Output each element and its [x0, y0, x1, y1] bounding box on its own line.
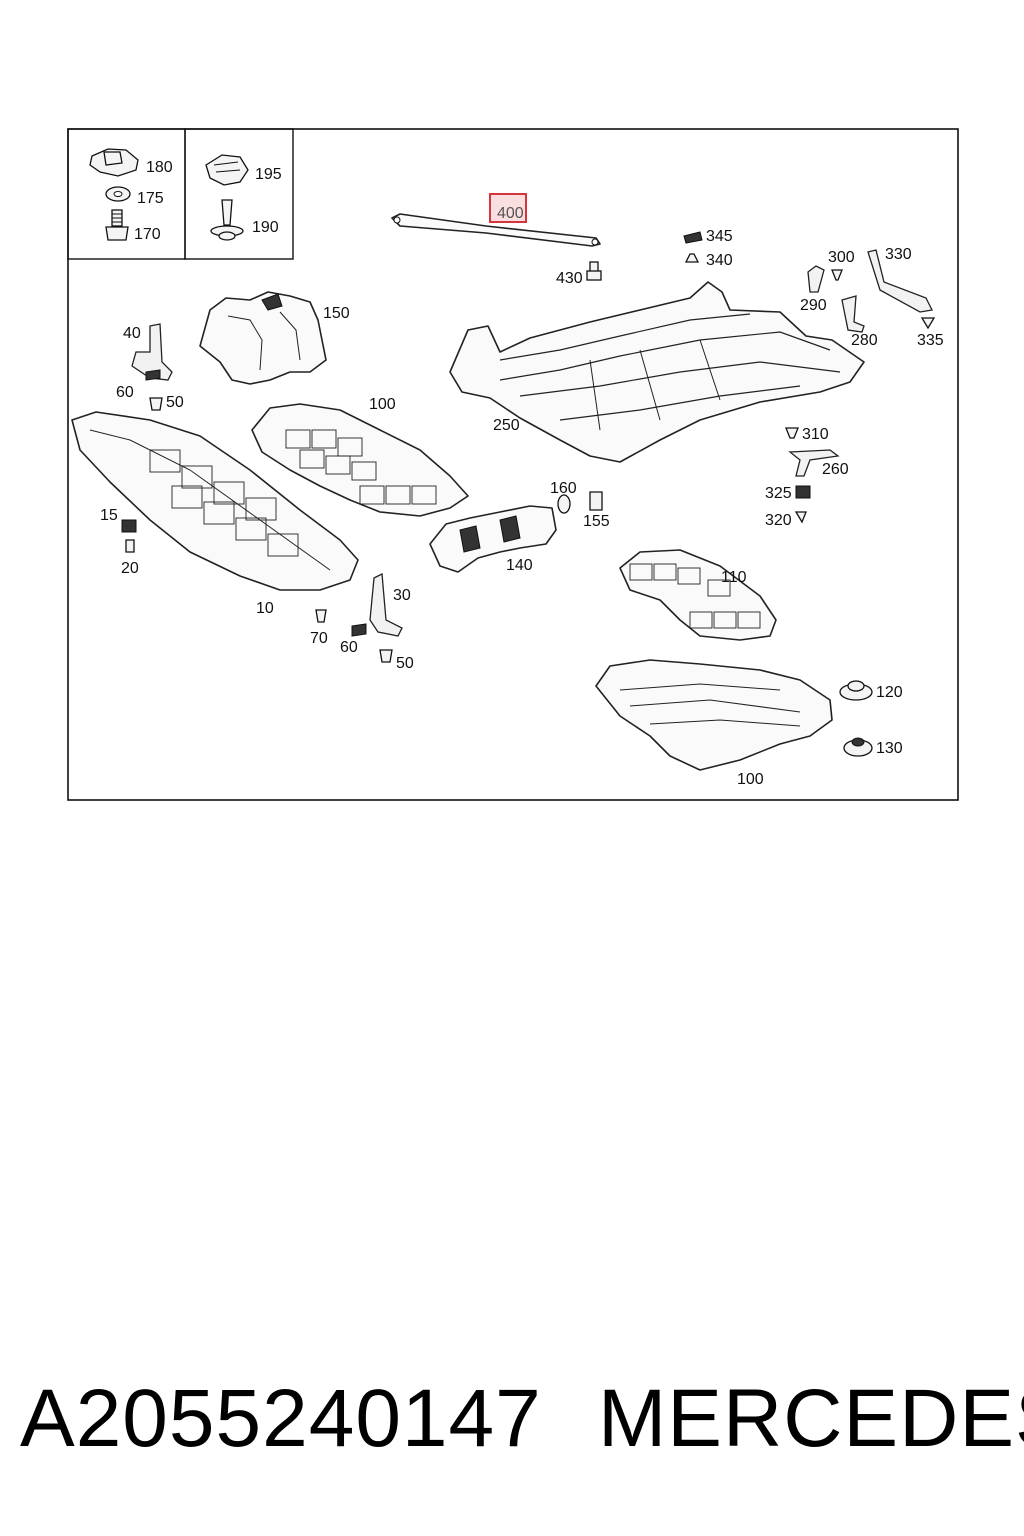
screw-340-icon: [684, 253, 700, 263]
clip-345-icon: [683, 231, 703, 244]
washer-160-icon: [557, 494, 571, 514]
callout-30: 30: [393, 587, 411, 604]
callout-150: 150: [323, 305, 350, 322]
callout-130: 130: [876, 740, 903, 757]
bracket-280-icon: [841, 295, 865, 333]
callout-330: 330: [885, 246, 912, 263]
callout-250: 250: [493, 417, 520, 434]
bracket-40-icon: [131, 323, 173, 381]
callout-430: 430: [556, 270, 583, 287]
shield-150: [199, 291, 327, 385]
screw-70-icon: [315, 609, 327, 623]
bracket-330-icon: [867, 249, 933, 313]
bolt-icon: [105, 209, 129, 241]
callout-400: 400: [497, 205, 524, 222]
inset-label-180: 180: [146, 159, 173, 176]
callout-290: 290: [800, 297, 827, 314]
front-panel-10: [71, 411, 359, 591]
callout-300: 300: [828, 249, 855, 266]
callout-10: 10: [256, 600, 274, 617]
callout-100b: 100: [737, 771, 764, 788]
part-number: A2055240147: [20, 1373, 542, 1464]
inset-label-175: 175: [137, 190, 164, 207]
callout-50a: 50: [166, 394, 184, 411]
fastener-inset: [67, 128, 294, 260]
bolt-430-icon: [586, 261, 602, 281]
screw-300-icon: [831, 269, 843, 281]
grommet-130-icon: [843, 737, 873, 757]
clip-15-icon: [121, 519, 137, 533]
callout-140: 140: [506, 557, 533, 574]
callout-155: 155: [583, 513, 610, 530]
screw-20-icon: [125, 539, 135, 553]
push-rivet-icon: [210, 199, 244, 241]
screw-310-icon: [785, 427, 799, 439]
callout-160: 160: [550, 480, 577, 497]
shield-140: [429, 505, 557, 573]
callout-280: 280: [851, 332, 878, 349]
callout-320: 320: [765, 512, 792, 529]
callout-325: 325: [765, 485, 792, 502]
inset-label-170: 170: [134, 226, 161, 243]
underbody-panel-250: [449, 281, 865, 463]
callout-50b: 50: [396, 655, 414, 672]
callout-40: 40: [123, 325, 141, 342]
clip-50-icon: [149, 397, 163, 411]
callout-60b: 60: [340, 639, 358, 656]
highlight-box: [489, 193, 527, 223]
strut-400: [391, 213, 601, 247]
spring-60-icon: [145, 369, 161, 381]
callout-15: 15: [100, 507, 118, 524]
screw-335-icon: [920, 317, 936, 330]
callout-60a: 60: [116, 384, 134, 401]
callout-20: 20: [121, 560, 139, 577]
callout-260: 260: [822, 461, 849, 478]
grommet-120-icon: [839, 680, 873, 701]
callout-310: 310: [802, 426, 829, 443]
grid-panel-100-lower: [595, 659, 833, 771]
grid-panel-110: [619, 549, 777, 641]
clip-325-icon: [795, 485, 811, 499]
callout-345: 345: [706, 228, 733, 245]
bracket-260-icon: [788, 449, 840, 477]
callout-110: 110: [721, 569, 747, 586]
callout-70: 70: [310, 630, 328, 647]
screw-155-icon: [589, 491, 603, 511]
callout-100a: 100: [369, 396, 396, 413]
inset-label-195: 195: [255, 166, 282, 183]
grid-panel-100-upper: [251, 403, 469, 517]
inset-label-190: 190: [252, 219, 279, 236]
spring-60b-icon: [351, 623, 367, 637]
callout-335: 335: [917, 332, 944, 349]
callout-120: 120: [876, 684, 903, 701]
callout-340: 340: [706, 252, 733, 269]
clip-50b-icon: [379, 649, 393, 663]
screw-320-icon: [794, 511, 807, 524]
bracket-30-icon: [369, 572, 403, 637]
brand-name: MERCEDES: [598, 1373, 1024, 1464]
bracket-290-icon: [807, 265, 825, 293]
